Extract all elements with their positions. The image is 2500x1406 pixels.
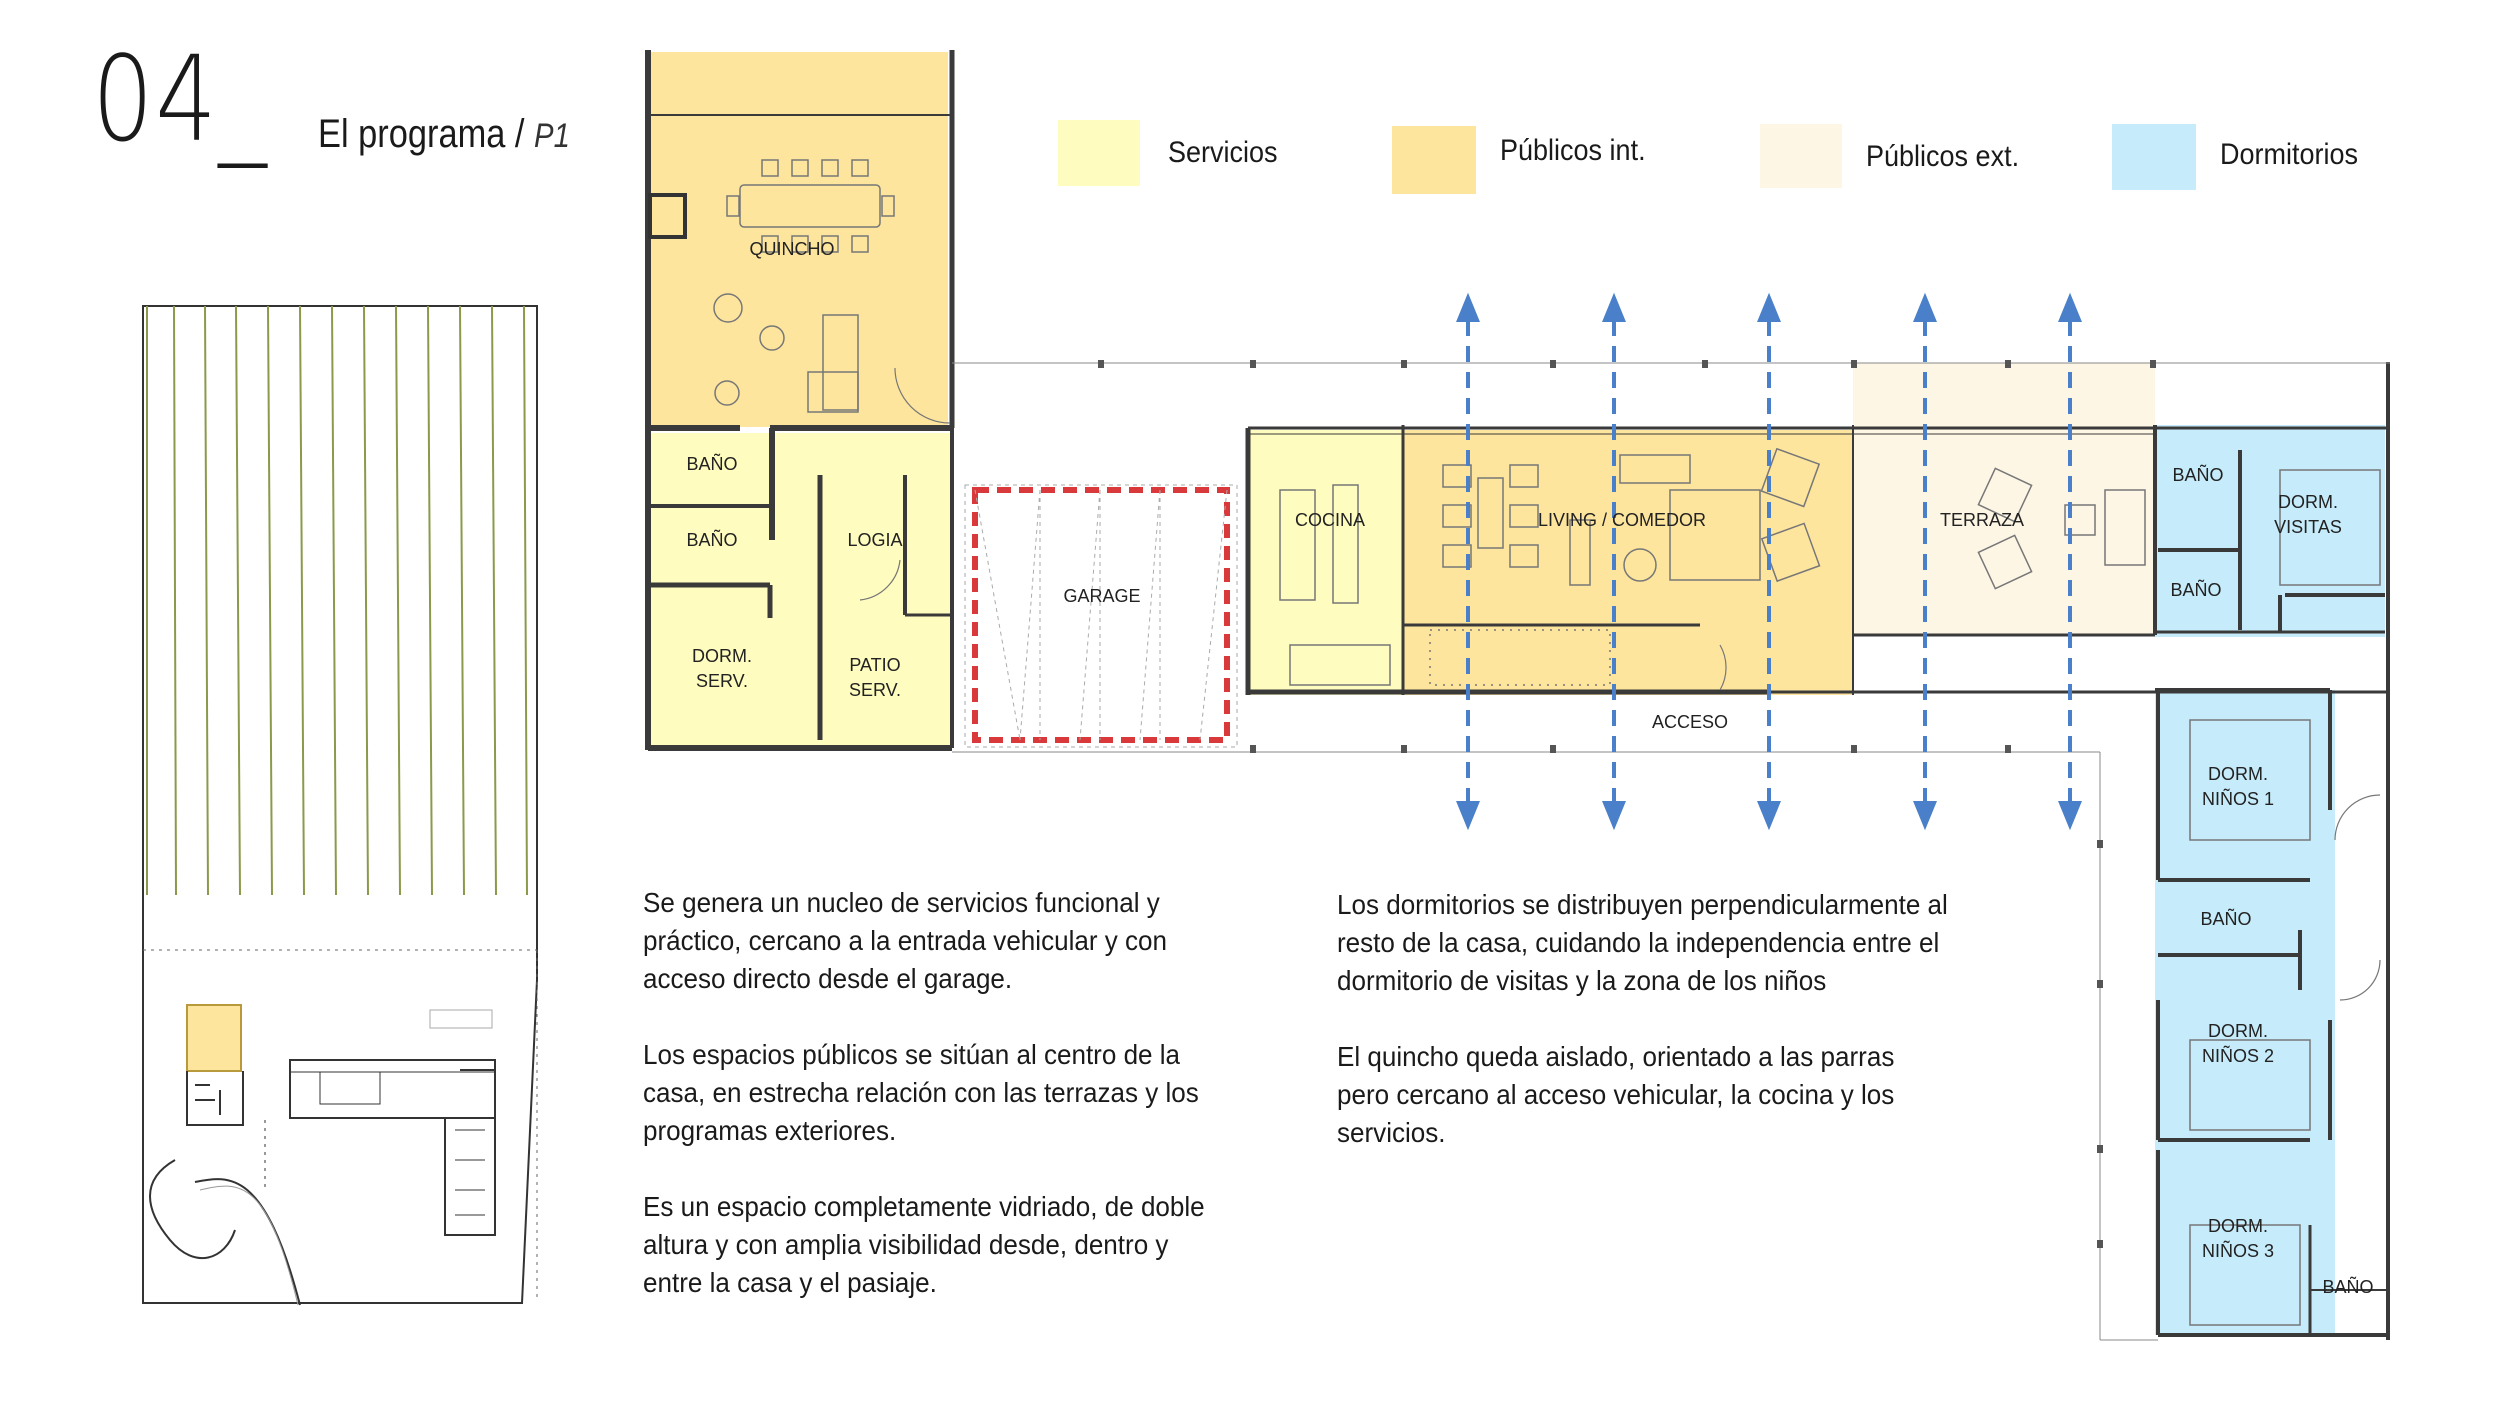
label-dorm-visitas-1: DORM.	[2278, 492, 2338, 512]
zone-dorm-ninos	[2155, 690, 2335, 1335]
paragraph: Los dormitorios se distribuyen perpendic…	[1337, 889, 1948, 996]
label-dorm-ninos3-2: NIÑOS 3	[2202, 1240, 2274, 1261]
legend-label: Públicos ext.	[1866, 140, 2020, 173]
site-house-footprint	[186, 1004, 496, 1236]
label-dorm-ninos3-1: DORM.	[2208, 1216, 2268, 1236]
label-dorm-ninos1-1: DORM.	[2208, 764, 2268, 784]
legend-swatch	[2112, 124, 2196, 190]
legend-swatch	[1392, 126, 1476, 194]
zone-servicios-block	[648, 433, 953, 748]
zone-cocina	[1248, 430, 1403, 695]
label-logia: LOGIA	[847, 530, 902, 550]
paragraph: El quincho queda aislado, orientado a la…	[1337, 1041, 1895, 1148]
label-dorm-ninos2-2: NIÑOS 2	[2202, 1045, 2274, 1066]
label-quincho: QUINCHO	[750, 239, 835, 259]
section-number: 04_	[92, 30, 269, 168]
label-bano-visitas-top: BAÑO	[2172, 464, 2223, 485]
label-garage: GARAGE	[1063, 586, 1140, 606]
label-dorm-serv-1: DORM.	[692, 646, 752, 666]
text-block-left: Se genera un nucleo de servicios funcion…	[643, 884, 1220, 1340]
legend-label: Públicos int.	[1500, 134, 1646, 167]
label-patio-serv-1: PATIO	[849, 655, 900, 675]
label-bano-visitas-bottom: BAÑO	[2170, 579, 2221, 600]
vineyard-rows	[146, 305, 528, 896]
title-subtitle: P1	[534, 117, 570, 155]
label-dorm-visitas-2: VISITAS	[2274, 517, 2342, 537]
column-markers	[1098, 360, 2156, 1248]
label-terraza: TERRAZA	[1940, 510, 2024, 530]
walls	[645, 50, 2390, 1340]
label-patio-serv-2: SERV.	[849, 680, 901, 700]
site-driveway	[149, 1159, 301, 1306]
label-acceso: ACCESO	[1652, 712, 1728, 732]
room-labels: QUINCHO BAÑO BAÑO LOGIA DORM. SERV. PATI…	[686, 239, 2373, 1297]
paragraph: Los espacios públicos se sitúan al centr…	[643, 1039, 1199, 1146]
page-title: El programa / P1	[318, 112, 570, 157]
paragraph: Es un espacio completamente vidriado, de…	[643, 1191, 1205, 1298]
zone-terraza	[1853, 363, 2155, 635]
furniture	[648, 159, 2381, 1326]
zone-living	[1403, 430, 1853, 695]
label-living: LIVING / COMEDOR	[1538, 510, 1706, 530]
legend-label: Servicios	[1168, 136, 1278, 169]
label-bano-1: BAÑO	[686, 453, 737, 474]
label-dorm-serv-2: SERV.	[696, 671, 748, 691]
site-fence-dots	[143, 949, 538, 1300]
site-boundary	[142, 305, 538, 1304]
label-bano-ninos3: BAÑO	[2322, 1276, 2373, 1297]
legend-swatch	[1058, 120, 1140, 186]
zone-fills	[648, 52, 2385, 1335]
label-cocina: COCINA	[1295, 510, 1365, 530]
title-text: El programa /	[318, 112, 525, 156]
paragraph: Se genera un nucleo de servicios funcion…	[643, 887, 1167, 994]
legend-swatch	[1760, 124, 1842, 188]
label-dorm-ninos2-1: DORM.	[2208, 1021, 2268, 1041]
doors	[859, 367, 2381, 1001]
label-dorm-ninos1-2: NIÑOS 1	[2202, 788, 2274, 809]
legend-label: Dormitorios	[2220, 138, 2359, 171]
label-bano-ninos: BAÑO	[2200, 908, 2251, 929]
zone-dorm-visitas	[2155, 425, 2385, 637]
garage	[964, 484, 1238, 748]
label-bano-2: BAÑO	[686, 529, 737, 550]
text-block-right: Los dormitorios se distribuyen perpendic…	[1337, 886, 1951, 1190]
visibility-arrows	[1456, 292, 2082, 831]
